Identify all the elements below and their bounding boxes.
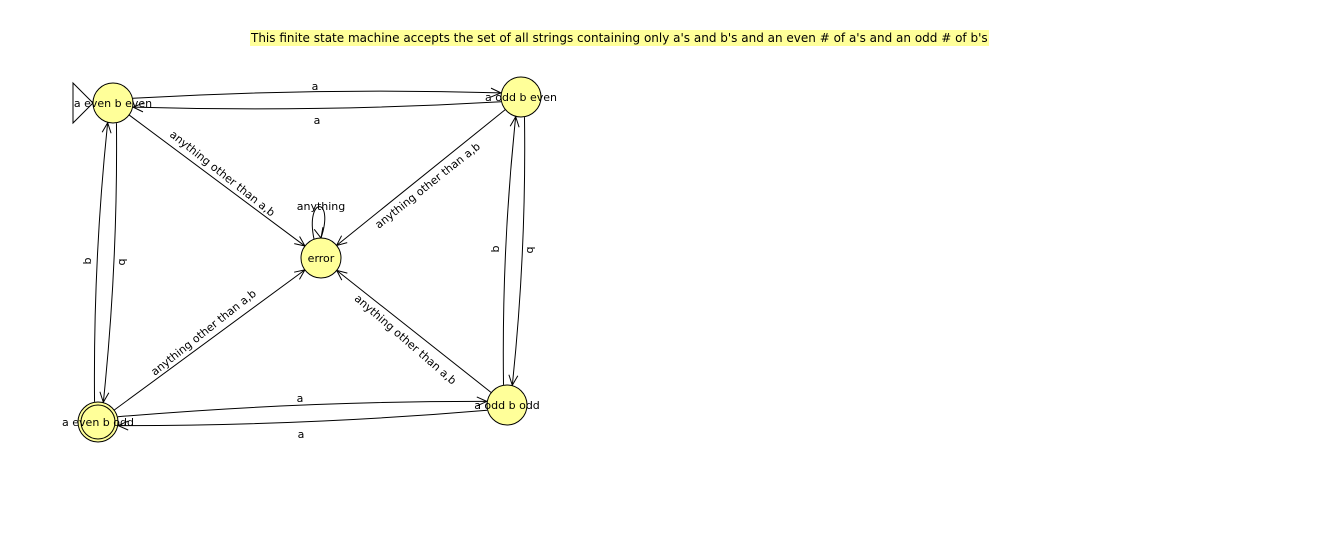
transition-label: a — [314, 114, 321, 127]
state-labels-layer: a even b even a odd b even error a even b o… — [62, 91, 557, 429]
transition-arrow — [511, 117, 526, 386]
transition-q4-q2[interactable]: anything other than a,b — [335, 269, 492, 393]
state-q0[interactable] — [72, 81, 134, 125]
state-circle — [500, 76, 542, 118]
transition-arrow — [117, 400, 487, 418]
transition-label: anything other than a,b — [167, 128, 277, 219]
transition-arrow — [502, 116, 517, 385]
transition-q0-q3[interactable]: b — [81, 123, 118, 404]
transition-arrow — [132, 90, 501, 99]
state-q3[interactable] — [77, 401, 119, 443]
transition-arrow — [336, 270, 492, 393]
transition-q0-q2[interactable]: anything other than a,b — [128, 114, 306, 247]
state-label: a odd b even — [485, 91, 557, 104]
state-label: a even b odd — [62, 416, 134, 429]
description-note: This finite state machine accepts the se… — [250, 30, 989, 46]
transition-label: a — [312, 80, 319, 93]
transition-q0-q1[interactable]: a — [132, 80, 503, 99]
transition-label: b — [524, 247, 537, 254]
transition-q4-q1[interactable]: b — [489, 115, 520, 385]
state-circle — [486, 384, 528, 426]
state-label: a even b even — [74, 97, 152, 110]
state-q1[interactable] — [500, 76, 542, 118]
final-state-ring — [80, 404, 116, 440]
transition-arrow — [336, 109, 506, 246]
transition-arrow — [113, 269, 306, 411]
transition-arrow — [128, 114, 306, 247]
transition-label: a — [298, 428, 305, 441]
state-circle — [300, 237, 342, 279]
transition-q2-q2[interactable]: anything — [297, 200, 346, 240]
transition-q3-q0[interactable]: b — [93, 121, 129, 402]
self-loop-arrowhead — [313, 227, 324, 240]
transition-q1-q0[interactable]: a — [131, 101, 502, 127]
state-label: error — [308, 252, 335, 265]
transition-label: anything other than a,b — [352, 292, 459, 387]
initial-state-marker — [72, 81, 94, 125]
transition-arrow — [133, 101, 502, 110]
transition-arrow — [102, 123, 118, 403]
transition-label: anything other than a,b — [149, 287, 259, 378]
state-circle — [77, 401, 119, 443]
transition-label: b — [81, 257, 94, 264]
transition-arrow — [118, 409, 488, 427]
transition-label: anything other than a,b — [373, 140, 483, 231]
transition-label: b — [116, 259, 129, 266]
transition-q3-q4[interactable]: a — [117, 392, 489, 418]
state-q4[interactable] — [486, 384, 528, 426]
transition-label: anything — [297, 200, 346, 213]
transition-label: a — [297, 392, 304, 405]
state-label: a odd b odd — [474, 399, 540, 412]
transition-arrow — [93, 122, 109, 402]
transition-label: b — [489, 245, 502, 252]
state-q2[interactable] — [300, 237, 342, 279]
states-layer — [72, 76, 542, 443]
transition-q1-q2[interactable]: anything other than a,b — [335, 109, 506, 247]
state-circle — [92, 82, 134, 124]
transition-q3-q2[interactable]: anything other than a,b — [113, 269, 306, 411]
self-loop-arrow — [311, 206, 326, 240]
transition-q4-q3[interactable]: a — [116, 409, 488, 441]
transition-q1-q4[interactable]: b — [508, 117, 537, 387]
